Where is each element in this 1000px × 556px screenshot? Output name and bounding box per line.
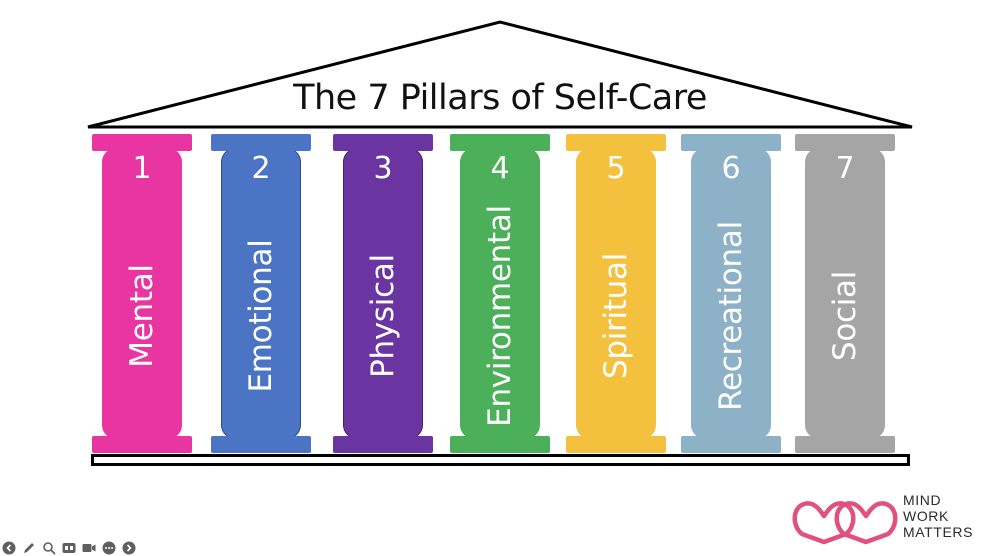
pillar-number: 1 bbox=[132, 151, 152, 186]
pillar-number: 3 bbox=[373, 151, 393, 186]
pillar-label: Emotional bbox=[243, 239, 279, 393]
presentation-controls bbox=[2, 540, 136, 556]
pillar-capital bbox=[566, 134, 666, 151]
logo-text: MIND WORK MATTERS bbox=[903, 492, 973, 540]
pillar-shaft bbox=[805, 148, 885, 439]
pillar-base bbox=[795, 436, 895, 453]
logo: MIND WORK MATTERS bbox=[790, 490, 990, 550]
pillar-base bbox=[566, 436, 666, 453]
pillar-base bbox=[681, 436, 781, 453]
pillar-capital bbox=[92, 134, 192, 151]
pillar-base bbox=[333, 436, 433, 453]
pillar-label: Social bbox=[827, 270, 863, 362]
pen-icon[interactable] bbox=[22, 541, 36, 555]
pillar-shaft bbox=[343, 148, 423, 439]
pillar-base bbox=[92, 436, 192, 453]
roof bbox=[87, 20, 913, 129]
pillar-number: 7 bbox=[835, 151, 855, 186]
logo-line-mind: MIND bbox=[903, 492, 942, 508]
pillar-capital bbox=[681, 134, 781, 151]
video-icon[interactable] bbox=[82, 541, 96, 555]
diagram-title: The 7 Pillars of Self-Care bbox=[293, 78, 707, 118]
captions-icon[interactable] bbox=[62, 541, 76, 555]
zoom-icon[interactable] bbox=[42, 541, 56, 555]
pillar-label: Physical bbox=[365, 254, 401, 378]
pillar-label: Spiritual bbox=[598, 252, 634, 380]
logo-line-matters: MATTERS bbox=[903, 524, 974, 540]
pillar-label: Recreational bbox=[713, 221, 749, 411]
pillar-number: 5 bbox=[606, 151, 626, 186]
pillar-shaft bbox=[576, 148, 656, 439]
pillar-shaft bbox=[102, 148, 182, 439]
pillar-capital bbox=[450, 134, 550, 151]
pillar-label: Environmental bbox=[482, 205, 518, 427]
more-icon[interactable] bbox=[102, 541, 116, 555]
pillar-capital bbox=[333, 134, 433, 151]
pillar-base bbox=[450, 436, 550, 453]
pillar-shaft bbox=[691, 148, 771, 439]
pillar-shaft bbox=[460, 148, 540, 439]
pillar-capital bbox=[211, 134, 311, 151]
logo-line-work: WORK bbox=[903, 508, 949, 524]
pillar-number: 6 bbox=[721, 151, 741, 186]
pillar-shaft bbox=[221, 148, 301, 439]
forward-arrow-icon[interactable] bbox=[122, 541, 136, 555]
pillar-capital bbox=[795, 134, 895, 151]
pillar-label: Mental bbox=[124, 264, 160, 368]
double-heart-icon bbox=[792, 501, 898, 545]
pillar-number: 2 bbox=[251, 151, 271, 186]
pillar-number: 4 bbox=[490, 151, 510, 186]
pillar-base bbox=[211, 436, 311, 453]
back-arrow-icon[interactable] bbox=[2, 541, 16, 555]
foundation-base bbox=[91, 454, 910, 466]
